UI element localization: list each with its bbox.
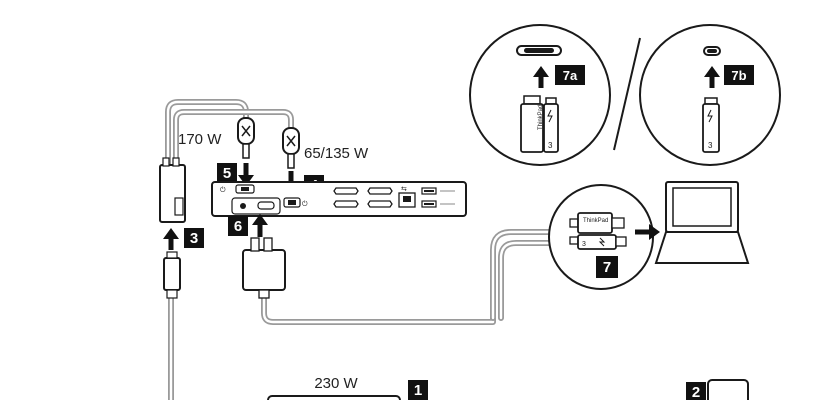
- power-plug-230w: [242, 237, 286, 299]
- zoom-circle-7b: 3: [639, 24, 781, 166]
- brand-label-7a: ThinkPad: [538, 105, 544, 130]
- arrow-up-icon: [252, 214, 268, 237]
- svg-text:7a: 7a: [563, 68, 578, 83]
- arrow-down-icon: [238, 163, 254, 186]
- label-230w: 230 W: [314, 375, 358, 392]
- callout-3: 3: [184, 228, 204, 248]
- callout-7: 7: [596, 256, 618, 278]
- power-adapter: [159, 157, 186, 223]
- svg-text:1: 1: [414, 382, 422, 399]
- arrow-right-icon: [635, 224, 660, 240]
- arrow-up-icon: [704, 66, 720, 88]
- display-ports: [333, 187, 393, 208]
- cable-230w: [261, 287, 496, 325]
- label-65-135w: 65/135 W: [304, 145, 369, 162]
- brand-label-7: ThinkPad: [583, 218, 608, 224]
- svg-text:⏻: ⏻: [302, 200, 308, 208]
- callout-2: 2: [686, 382, 706, 400]
- usb-c-ports: [231, 197, 281, 215]
- power-in-port-65-135w: ⏻: [283, 197, 308, 208]
- svg-text:5: 5: [223, 165, 231, 182]
- label-170w: 170 W: [178, 131, 222, 148]
- dock-outline-bottom: [707, 379, 749, 400]
- zoom-circle-7: ThinkPad 3: [548, 184, 660, 290]
- port-number-7b: 3: [708, 141, 713, 150]
- plug-170w: [237, 117, 255, 159]
- svg-text:⏻: ⏻: [220, 186, 226, 194]
- svg-text:⇆: ⇆: [401, 186, 407, 193]
- svg-text:7: 7: [603, 259, 611, 276]
- zoom-circle-7a: ThinkPad 3: [469, 24, 611, 166]
- laptop: [654, 181, 750, 264]
- port-number-7: 3: [582, 241, 586, 248]
- callout-5: 5: [217, 163, 237, 183]
- svg-text:3: 3: [190, 230, 198, 247]
- usb-a-ports: [421, 187, 455, 208]
- divider-slash: [613, 37, 641, 151]
- callout-1: 1: [408, 380, 428, 400]
- arrow-up-icon: [533, 66, 549, 88]
- plug-65-135w: [282, 127, 300, 169]
- power-in-port-170w: ⏻: [220, 184, 255, 194]
- arrow-up-icon: [163, 228, 179, 250]
- ethernet-port: ⇆: [398, 186, 416, 208]
- power-brick-230w: [267, 395, 401, 400]
- svg-text:6: 6: [234, 218, 242, 235]
- svg-text:7b: 7b: [731, 68, 746, 83]
- ac-cord-plug: [163, 251, 181, 299]
- docking-station: ⏻ ⏻ ⇆: [211, 181, 467, 217]
- callout-7b: 7b: [724, 65, 754, 85]
- callout-7a: 7a: [555, 65, 585, 85]
- callout-6: 6: [228, 216, 248, 236]
- cables: [165, 99, 569, 400]
- svg-text:2: 2: [692, 384, 700, 400]
- port-number-7a: 3: [548, 141, 553, 150]
